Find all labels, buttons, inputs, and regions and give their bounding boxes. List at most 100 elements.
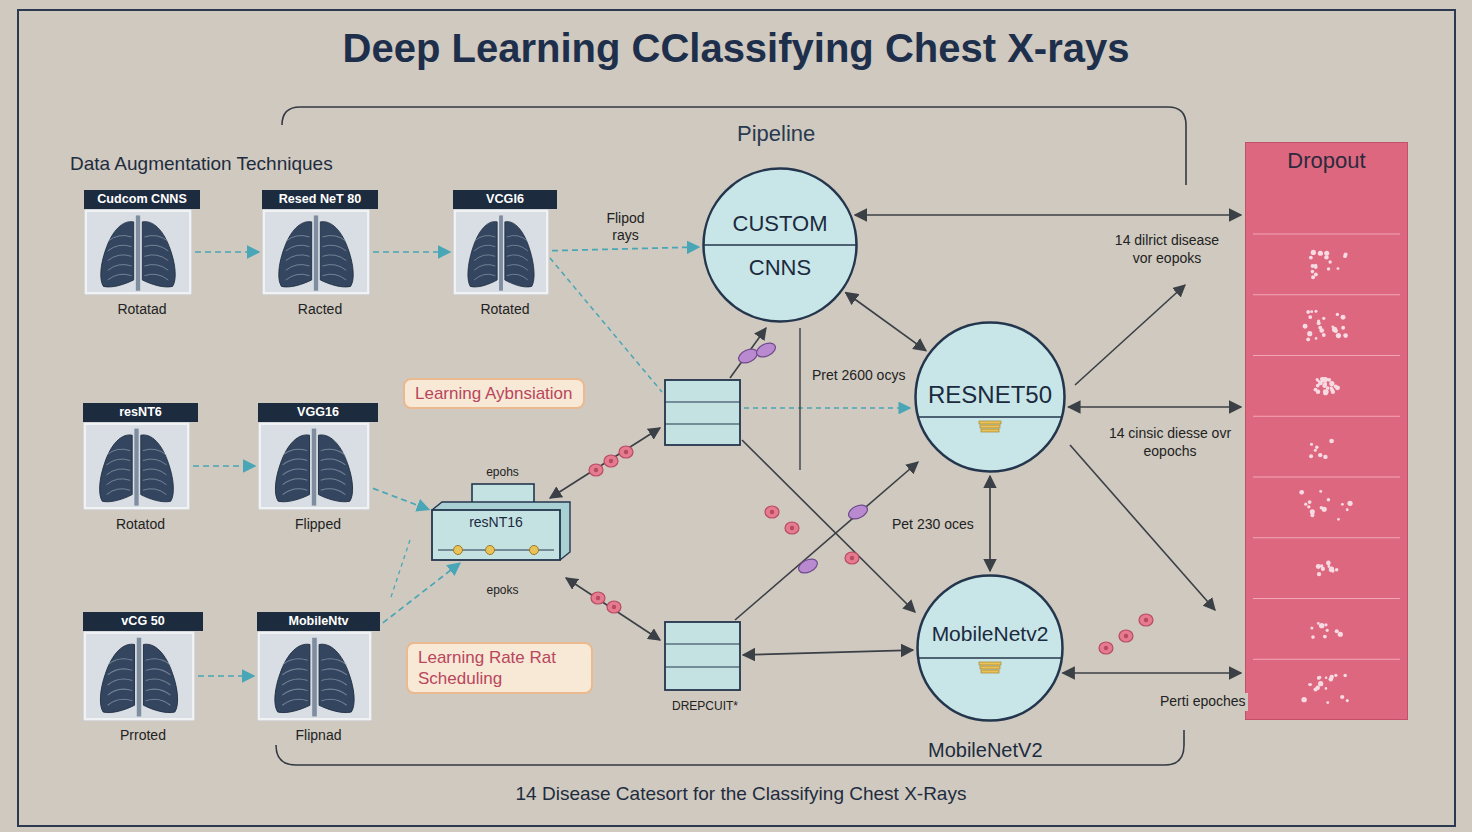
model-circle: CUSTOM CNNS xyxy=(702,167,858,323)
xray-thumbnail: Resed NeT 80Racted xyxy=(262,190,378,317)
connector xyxy=(1068,406,1241,408)
spine xyxy=(137,638,141,717)
image-caption: Rotatad xyxy=(84,301,200,317)
edge-label: Flipod rays xyxy=(598,210,654,244)
neuron-dot xyxy=(1327,378,1331,382)
neuron-dot xyxy=(1325,676,1328,679)
rib-line xyxy=(143,449,167,455)
neuron-dot xyxy=(1329,439,1334,444)
model-tab: MobileNtv xyxy=(257,612,380,631)
rib-line xyxy=(146,689,171,695)
bead xyxy=(1139,614,1153,626)
neuron-dot xyxy=(1326,629,1329,632)
neuron-dot xyxy=(1335,629,1339,633)
neuron-dot xyxy=(1306,310,1310,314)
connector xyxy=(195,251,259,253)
node-dot xyxy=(530,546,539,555)
rib-line xyxy=(507,274,528,280)
neuron-dot xyxy=(1314,273,1318,277)
neuron-dot xyxy=(1307,505,1310,508)
rib-line xyxy=(107,449,131,455)
pipeline-bracket xyxy=(282,107,1186,185)
bead xyxy=(1119,630,1133,642)
rib-line xyxy=(322,255,346,261)
connector xyxy=(855,214,1241,216)
right-lung xyxy=(320,222,353,287)
neuron-dot xyxy=(1341,326,1345,330)
model-circle: MobileNetv2 xyxy=(916,574,1064,722)
layer-icon xyxy=(979,662,1001,665)
neuron-dot xyxy=(1322,317,1325,320)
circle-label: CNNS xyxy=(749,255,811,281)
stack-label: epoks xyxy=(486,583,518,597)
xray-ground xyxy=(456,212,546,292)
box-shape xyxy=(660,620,750,694)
rib-line xyxy=(286,265,310,271)
left-lung xyxy=(100,644,134,712)
xray-frame xyxy=(258,422,370,510)
divider-line xyxy=(704,244,856,246)
bead-core xyxy=(850,556,854,560)
neuron-dot xyxy=(1321,567,1325,571)
text-holder: Pret 2600 ocys xyxy=(810,366,907,385)
bead xyxy=(1099,642,1113,654)
panel-heading: Dropout xyxy=(1287,148,1365,174)
xray-image xyxy=(262,209,370,295)
circle-outline xyxy=(704,169,857,322)
layer-box xyxy=(665,380,740,445)
bead xyxy=(619,446,633,458)
xray-ground xyxy=(265,212,367,292)
rib-line xyxy=(107,459,131,465)
neuron-dot xyxy=(1347,501,1352,506)
bead-decorations xyxy=(589,340,1153,654)
neuron-dot xyxy=(1316,389,1320,393)
annotation-label: MobileNetV2 xyxy=(926,738,1045,763)
neuron-dot xyxy=(1307,331,1312,336)
annotation-label: Data Augmentation Techniques xyxy=(68,152,335,176)
bead-core xyxy=(770,510,774,514)
circle-shape xyxy=(702,167,858,323)
neuron-dot xyxy=(1318,326,1322,330)
pipeline-bracket xyxy=(276,730,1184,765)
annotation-label: 14 cinsic diesse ovr eopochs xyxy=(1106,425,1234,460)
neuron-dot xyxy=(1329,677,1334,682)
xray-thumbnail: VCGI6Rotated xyxy=(453,190,557,317)
left-lung xyxy=(279,222,312,287)
bead xyxy=(765,506,779,518)
xray-image xyxy=(257,631,372,721)
spine xyxy=(499,215,503,290)
rib-line xyxy=(474,236,495,242)
xray-frame xyxy=(257,631,372,721)
text-holder: CUSTOM xyxy=(702,211,858,237)
rib-line xyxy=(144,255,168,261)
neuron-dot xyxy=(1334,674,1337,677)
flow-line xyxy=(799,328,800,470)
neuron-dot xyxy=(1334,329,1338,333)
neuron-dot xyxy=(1341,503,1344,506)
rib-line xyxy=(144,236,168,242)
flow-line xyxy=(1075,285,1185,385)
xray-image xyxy=(84,209,192,295)
dropout-box: DREPCUIT* xyxy=(660,620,750,714)
rib-line xyxy=(108,236,132,242)
rib-line xyxy=(321,479,346,485)
rib-line xyxy=(507,236,528,242)
xray-image xyxy=(453,209,549,295)
right-lung xyxy=(141,435,174,502)
rib-line xyxy=(144,245,168,251)
neuron-dot xyxy=(1322,333,1326,337)
bead xyxy=(785,522,799,534)
neuron-dot xyxy=(1343,674,1346,677)
layer-icon xyxy=(981,429,999,432)
rib-line xyxy=(143,489,167,495)
annotation-label: Pipeline xyxy=(735,120,817,148)
neuron-dot xyxy=(1310,443,1313,446)
text-holder: Data Augmentation Techniques xyxy=(68,152,335,176)
text-holder: Pet 230 oces xyxy=(890,515,976,534)
xray-thumbnail: VGG16Flipped xyxy=(258,403,378,532)
diagram-caption: 14 Disease Catesort for the Classifying … xyxy=(506,783,967,805)
neuron-dot xyxy=(1316,384,1320,388)
xray-frame xyxy=(84,209,192,295)
rib-line xyxy=(108,659,133,665)
layer-icon xyxy=(980,425,1000,428)
